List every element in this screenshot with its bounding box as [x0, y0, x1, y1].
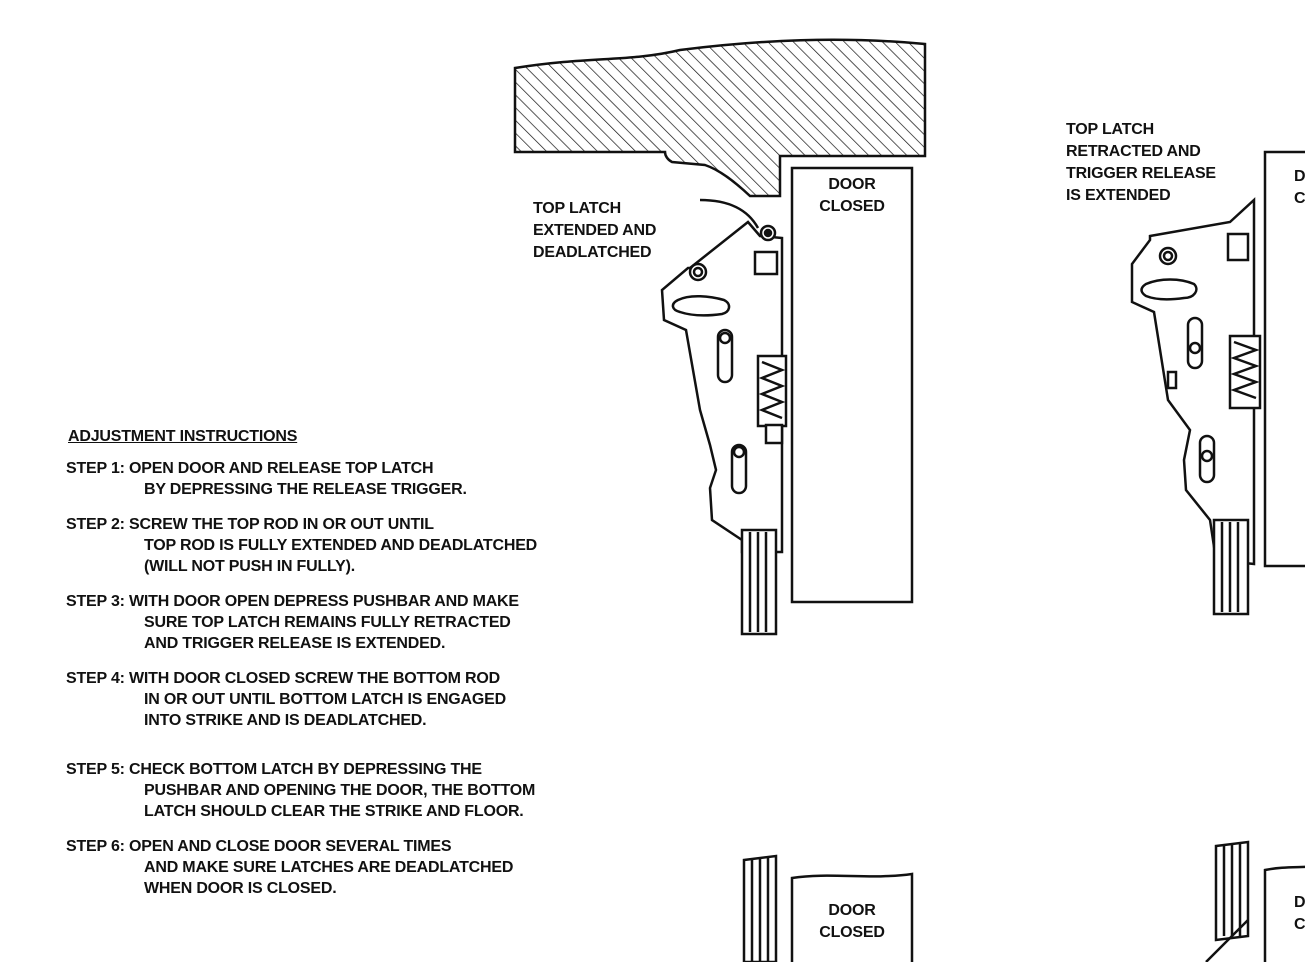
label-line: D — [1294, 168, 1305, 185]
label-door-closed-2: D C — [1294, 166, 1305, 210]
label-line: CLOSED — [819, 198, 885, 215]
latch-mechanism-2 — [1130, 197, 1262, 566]
step-line: AND TRIGGER RELEASE IS EXTENDED. — [144, 635, 446, 652]
label-line: TOP LATCH — [1066, 121, 1154, 138]
step-line: STEP 3: WITH DOOR OPEN DEPRESS PUSHBAR A… — [66, 593, 519, 610]
label-line: TRIGGER RELEASE — [1066, 165, 1216, 182]
step-line: STEP 1: OPEN DOOR AND RELEASE TOP LATCH — [66, 460, 434, 477]
door-panel-3 — [790, 872, 914, 962]
door-panel-4 — [1263, 865, 1305, 962]
label-line: DEADLATCHED — [533, 244, 652, 261]
label-line: TOP LATCH — [533, 200, 621, 217]
label-line: EXTENDED AND — [533, 222, 657, 239]
step-line: INTO STRIKE AND IS DEADLATCHED. — [144, 712, 427, 729]
instructions-heading: ADJUSTMENT INSTRUCTIONS — [68, 428, 298, 445]
latch-mechanism-1 — [660, 198, 788, 554]
step-2: STEP 2: SCREW THE TOP ROD IN OR OUT UNTI… — [66, 514, 666, 577]
label-top-latch-extended: TOP LATCH EXTENDED AND DEADLATCHED — [533, 198, 656, 264]
step-line: WHEN DOOR IS CLOSED. — [144, 880, 337, 897]
step-6: STEP 6: OPEN AND CLOSE DOOR SEVERAL TIME… — [66, 836, 666, 899]
step-line: PUSHBAR AND OPENING THE DOOR, THE BOTTOM — [144, 782, 536, 799]
label-top-latch-retracted: TOP LATCH RETRACTED AND TRIGGER RELEASE … — [1066, 119, 1216, 207]
step-line: AND MAKE SURE LATCHES ARE DEADLATCHED — [144, 859, 514, 876]
step-4: STEP 4: WITH DOOR CLOSED SCREW THE BOTTO… — [66, 668, 666, 731]
step-line: STEP 5: CHECK BOTTOM LATCH BY DEPRESSING… — [66, 761, 482, 778]
label-line: C — [1294, 190, 1305, 207]
door-frame-header — [513, 38, 927, 198]
label-door-closed-1: DOOR CLOSED — [806, 174, 898, 218]
bottom-rod-4 — [1205, 840, 1250, 962]
adjustment-instructions: ADJUSTMENT INSTRUCTIONS STEP 1: OPEN DOO… — [66, 428, 666, 913]
step-line: STEP 6: OPEN AND CLOSE DOOR SEVERAL TIME… — [66, 838, 452, 855]
label-line: CLOSED — [819, 924, 885, 941]
label-door-closed-3: DOOR CLOSED — [806, 900, 898, 944]
label-door-closed-4: D C — [1294, 892, 1305, 936]
bottom-rod-1 — [740, 528, 778, 636]
label-line: IS EXTENDED — [1066, 187, 1171, 204]
step-3: STEP 3: WITH DOOR OPEN DEPRESS PUSHBAR A… — [66, 591, 666, 654]
door-panel-1 — [790, 166, 914, 604]
step-line: STEP 2: SCREW THE TOP ROD IN OR OUT UNTI… — [66, 516, 434, 533]
step-5: STEP 5: CHECK BOTTOM LATCH BY DEPRESSING… — [66, 759, 666, 822]
bottom-rod-2 — [1212, 518, 1250, 616]
step-line: (WILL NOT PUSH IN FULLY). — [144, 558, 355, 575]
label-line: DOOR — [828, 176, 876, 193]
door-panel-2 — [1263, 150, 1305, 568]
step-line: STEP 4: WITH DOOR CLOSED SCREW THE BOTTO… — [66, 670, 500, 687]
label-line: DOOR — [828, 902, 876, 919]
step-line: TOP ROD IS FULLY EXTENDED AND DEADLATCHE… — [144, 537, 538, 554]
step-line: LATCH SHOULD CLEAR THE STRIKE AND FLOOR. — [144, 803, 524, 820]
step-1: STEP 1: OPEN DOOR AND RELEASE TOP LATCH … — [66, 458, 666, 500]
bottom-rod-3 — [742, 854, 778, 962]
step-line: SURE TOP LATCH REMAINS FULLY RETRACTED — [144, 614, 511, 631]
label-line: C — [1294, 916, 1305, 933]
label-line: RETRACTED AND — [1066, 143, 1201, 160]
step-line: BY DEPRESSING THE RELEASE TRIGGER. — [144, 481, 467, 498]
label-line: D — [1294, 894, 1305, 911]
step-line: IN OR OUT UNTIL BOTTOM LATCH IS ENGAGED — [144, 691, 506, 708]
